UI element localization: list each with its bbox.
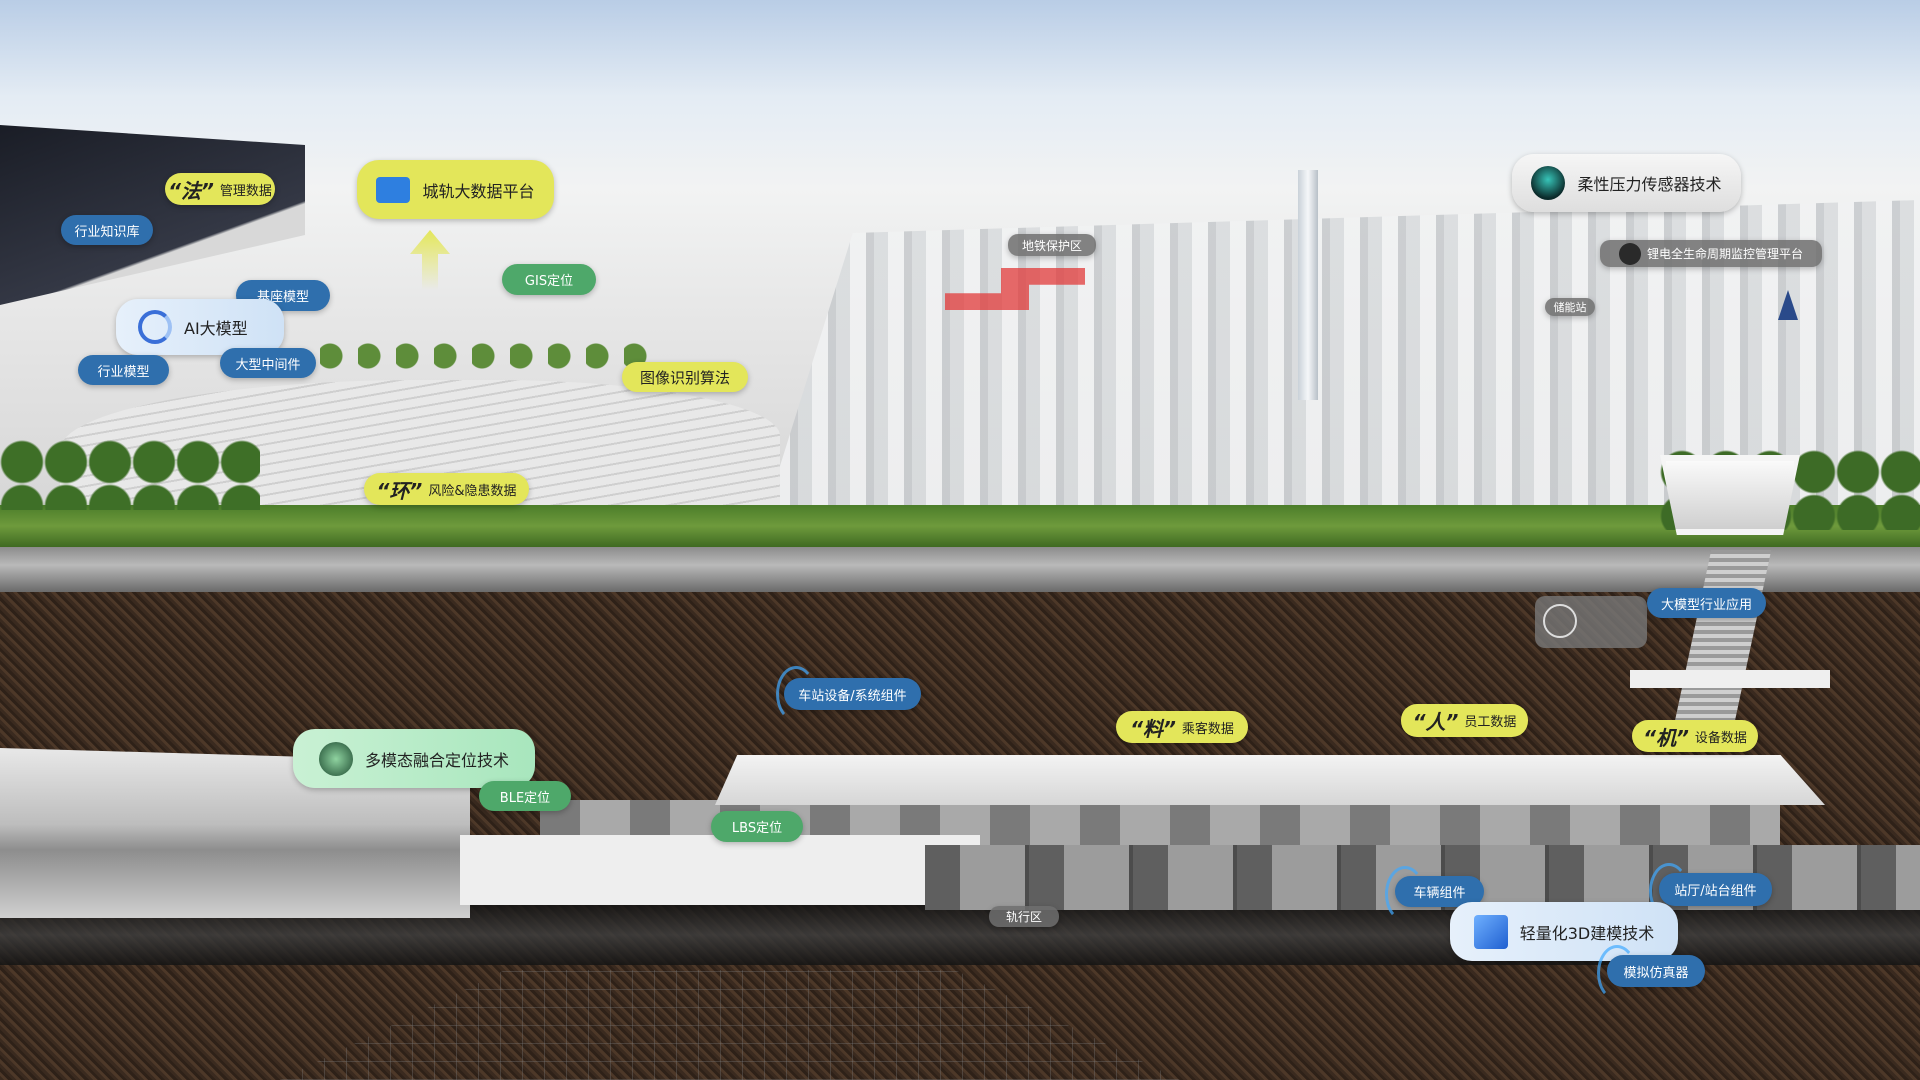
huan-quote: “环” — [376, 478, 423, 503]
lightweight-3d-tag[interactable]: 轻量化3D建模技术 — [1450, 902, 1678, 961]
skyscraper — [1298, 170, 1318, 400]
lightweight-3d-label: 轻量化3D建模技术 — [1519, 923, 1655, 943]
huan-label: 风险&隐患数据 — [428, 483, 517, 499]
fa-label: 管理数据 — [219, 183, 272, 199]
laptop-icon — [376, 176, 411, 203]
ren-label: 员工数据 — [1464, 715, 1517, 730]
pressure-sensor-label: 柔性压力传感器技术 — [1577, 175, 1722, 194]
big-data-platform-label: 城轨大数据平台 — [422, 181, 535, 201]
multimodal-positioning-label: 多模态融合定位技术 — [364, 750, 509, 770]
ren-quote: “人” — [1412, 710, 1459, 734]
ai-model-label: AI大模型 — [184, 319, 248, 338]
metro-protection-zone-tag[interactable]: 地铁保护区 — [1008, 234, 1096, 256]
fa-management-data-tag[interactable]: “法” 管理数据 — [165, 173, 275, 205]
knowledge-base-tag[interactable]: 行业知识库 — [61, 215, 153, 245]
sensor-icon — [1531, 166, 1566, 200]
ji-equipment-data-tag[interactable]: “机” 设备数据 — [1632, 720, 1758, 752]
ble-positioning-tag[interactable]: BLE定位 — [479, 781, 571, 811]
liao-label: 乘客数据 — [1181, 721, 1234, 737]
bushes-left — [0, 440, 260, 510]
battery-platform-label: 锂电全生命周期监控管理平台 — [1646, 247, 1803, 261]
globe-cloud-icon — [1543, 604, 1577, 638]
battery-icon — [1618, 242, 1641, 265]
platform — [460, 835, 980, 905]
tree-row — [320, 338, 660, 374]
middleware-tag[interactable]: 大型中间件 — [220, 348, 316, 378]
fa-quote: “法” — [168, 178, 214, 203]
liao-passenger-data-tag[interactable]: “料” 乘客数据 — [1116, 711, 1248, 743]
gis-positioning-tag[interactable]: GIS定位 — [502, 264, 596, 295]
ground-layer — [0, 547, 1920, 592]
vehicle-component-tag[interactable]: 车辆组件 — [1395, 876, 1484, 907]
ren-staff-data-tag[interactable]: “人” 员工数据 — [1401, 704, 1528, 737]
mezzanine — [1630, 670, 1830, 688]
glow-ring-icon — [1649, 863, 1689, 919]
grass-band — [0, 505, 1920, 547]
battery-platform-tag[interactable]: 锂电全生命周期监控管理平台 — [1600, 240, 1822, 267]
energy-station-tag[interactable]: 储能站 — [1545, 298, 1595, 316]
track-area-tag[interactable]: 轨行区 — [989, 906, 1059, 927]
globe-icon — [318, 741, 353, 776]
llm-application-tag[interactable]: 大模型行业应用 — [1647, 588, 1766, 618]
multimodal-positioning-tag[interactable]: 多模态融合定位技术 — [293, 729, 535, 788]
hall-platform-component-tag[interactable]: 站厅/站台组件 — [1659, 873, 1772, 906]
ji-quote: “机” — [1643, 725, 1689, 750]
big-data-platform-tag[interactable]: 城轨大数据平台 — [357, 160, 554, 219]
station-equipment-tag[interactable]: 车站设备/系统组件 — [784, 678, 921, 710]
glow-ring-icon — [1385, 866, 1425, 922]
industry-model-tag[interactable]: 行业模型 — [78, 355, 169, 385]
image-recognition-tag[interactable]: 图像识别算法 — [622, 362, 748, 392]
simulator-tag[interactable]: 模拟仿真器 — [1607, 955, 1705, 987]
ji-label: 设备数据 — [1694, 730, 1747, 746]
ai-model-tag[interactable]: AI大模型 — [116, 299, 284, 355]
cube-icon — [1473, 914, 1508, 949]
glow-ring-icon — [1597, 945, 1637, 1001]
lbs-positioning-tag[interactable]: LBS定位 — [711, 811, 803, 842]
glow-ring-icon — [776, 666, 816, 722]
station-entrance — [1660, 455, 1800, 535]
concourse-level — [715, 755, 1825, 805]
llm-app-panel — [1535, 596, 1647, 648]
pressure-sensor-tag[interactable]: 柔性压力传感器技术 — [1512, 154, 1741, 212]
ai-ring-icon — [138, 310, 172, 344]
huan-risk-data-tag[interactable]: “环” 风险&隐患数据 — [364, 473, 529, 505]
liao-quote: “料” — [1130, 716, 1176, 741]
